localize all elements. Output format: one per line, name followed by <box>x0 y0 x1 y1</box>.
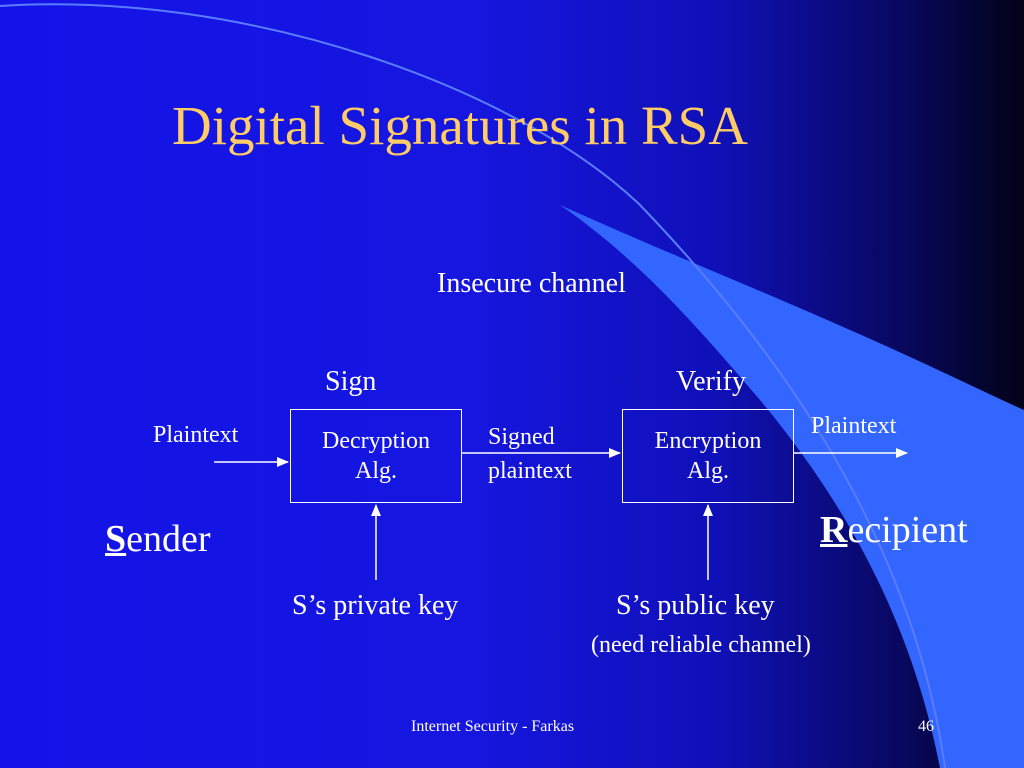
sender-initial: S <box>105 518 127 560</box>
accent-curve <box>0 3 946 768</box>
plaintext-output-label: Plaintext <box>811 413 897 439</box>
channel-label: Insecure channel <box>437 268 626 299</box>
accent-panel <box>560 205 1024 768</box>
decryption-box-line2: Alg. <box>355 458 397 484</box>
private-key-label: S’s private key <box>292 590 459 621</box>
verify-label: Verify <box>676 366 746 397</box>
encryption-box-line2: Alg. <box>686 458 729 484</box>
plaintext-input-label: Plaintext <box>153 422 239 448</box>
encryption-algorithm-box: Encryption Alg. <box>622 409 794 503</box>
signed-label-line2: plaintext <box>488 458 572 484</box>
public-key-label: S’s public key <box>616 590 775 621</box>
signed-label-line1: Signed <box>488 424 555 450</box>
recipient-rest: ecipient <box>847 509 968 551</box>
sender-rest: ender <box>126 518 211 560</box>
slide-footer: Internet Security - Farkas <box>411 718 575 735</box>
sign-label: Sign <box>325 366 377 397</box>
recipient-label: Recipient <box>820 508 968 552</box>
encryption-box-line1: Encryption <box>654 428 762 454</box>
page-number: 46 <box>918 718 934 735</box>
sender-label: Sender <box>105 517 211 561</box>
decryption-algorithm-box: Decryption Alg. <box>290 409 462 503</box>
signed-plaintext-label: Signed plaintext <box>488 420 572 488</box>
recipient-initial: R <box>820 509 848 551</box>
slide-title: Digital Signatures in RSA <box>172 95 748 156</box>
decryption-box-line1: Decryption <box>322 428 430 454</box>
reliable-channel-note: (need reliable channel) <box>591 632 811 658</box>
